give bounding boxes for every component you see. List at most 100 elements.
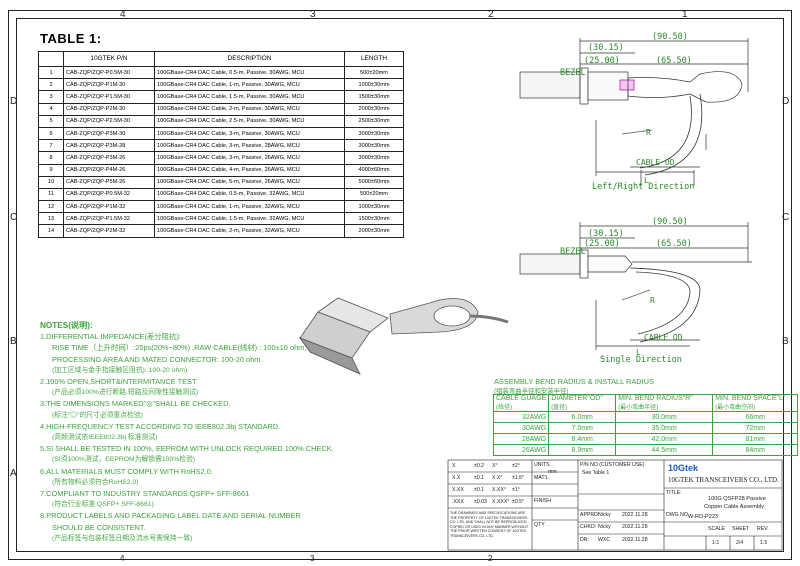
qty-label: QTY [534,522,545,528]
bend-cell: 26AWG [492,444,550,456]
dwg-no-value: W-RD-P223 [688,514,719,520]
table1-header: DESCRIPTION [154,51,345,67]
note-line: 4.HIGH-FREQUENCY TEST ACCORDING TO IEEE8… [40,421,281,431]
table1-cell: 3 [38,90,64,104]
bend-cell: 28AWG [492,433,550,445]
tolerance-cell: X° [492,463,498,469]
drawing-inner-border [16,18,784,552]
table1-cell: 11 [38,187,64,202]
bend-radius-title-zh: (组装弯曲半径和安装半径) [494,388,569,395]
bend-cell: 72mm [712,422,799,434]
table1-cell: CAB-ZQP/ZQP-P1M-32 [63,200,155,214]
bend-header: MIN. BEND RADIUS"R"(最小弯曲半径) [615,394,714,412]
tolerance-cell: ±0.1 [474,475,485,481]
tolerance-cell: X.X [452,475,461,481]
bend-cell: 35.0mm [615,422,714,434]
note-line: RISE TIME（上升时间）:25ps(20%~80%) ,RAW CABLE… [52,343,307,353]
apprd-label: APPRD: [580,512,600,518]
rev-label: REV. [757,526,769,532]
note-line: NOTES(说明): [40,321,93,330]
part-no-value: See Table 1 [582,470,610,476]
table1-cell: 10 [38,175,64,189]
note-line: 5.SI SHALL BE TESTED IN 100%, EEPROM WIT… [40,444,334,454]
table1-cell: 500±20mm [344,65,404,80]
zone-row-b-right: B [782,336,789,347]
dr-name: WXC [598,537,611,543]
table1-header: 10GTEK P/N [63,51,155,67]
r-label-top: R [646,128,651,137]
bend-cell: 42.0mm [615,433,714,445]
note-line: 8.PRODUCT LABELS AND PACKAGING LABEL DAT… [40,511,301,521]
bend-radius-title: ASSEMBLY BEND RADIUS & INSTALL RADIUS(组装… [494,377,654,395]
dim-90-50-top: (90.50) [652,32,688,42]
table1-cell: 100GBase-CR4 DAC Cable, 0.5-m, Passive, … [154,65,345,80]
table1-cell: 13 [38,212,64,226]
table1-cell: CAB-ZQP/ZQP-P1.5M-32 [63,212,155,226]
tolerance-cell: ±0.2 [474,463,485,469]
matl-label: MAT'L [534,475,549,481]
bend-cell: 32AWG [492,411,550,423]
zone-col-4-bottom: 4 [120,554,125,563]
table1-header: LENGTH [344,51,404,67]
table1-cell: 2000±30mm [344,224,404,238]
dr-label: DR: [580,537,589,543]
chkd-date: 2022.11.28 [622,524,648,530]
table1-cell: 100GBase-CR4 DAC Cable, 5-m, Passive, 26… [154,175,345,189]
table1-cell: 100GBase-CR4 DAC Cable, 2-m, Passive, 30… [154,102,345,116]
zone-row-d: D [10,96,18,107]
bend-header-en: MIN. BEND SPACE"L" [715,395,786,402]
apprd-name: Nicky [598,512,611,518]
tolerance-cell: X.XX [452,487,464,493]
r-label-bottom: R [650,296,655,305]
tolerance-cell: ±0.1 [474,487,485,493]
table1-cell: 100GBase-CR4 DAC Cable, 3-m, Passive, 28… [154,139,345,153]
tolerance-cell: X.XX° [492,487,506,493]
dim-25-00-top: (25.00) [584,56,620,66]
tolerance-cell: X [452,463,456,469]
bend-cell: 81mm [712,433,799,445]
bend-cell: 66mm [712,411,799,423]
note-line: 3.THE DIMENSIONS MARKED"◎"SHALL BE CHECK… [40,399,231,409]
scale-value: 1:1 [712,540,720,546]
table1-cell: 100GBase-CR4 DAC Cable, 1.5-m, Passive, … [154,212,345,226]
units-value: mm [548,469,557,475]
table1-cell: CAB-ZQP/ZQP-P3M-26 [63,151,155,165]
dim-25-00-bottom: (25.00) [584,239,620,249]
zone-col-3-bottom: 3 [310,554,315,563]
table1-cell: 8 [38,151,64,165]
note-line: 7.COMPLIANT TO INDUSTRY STANDARDS:QSFP+ … [40,489,250,499]
note-line: 2.100% OPEN,SHORT&INTERMITANCE TEST [40,377,197,387]
table1-cell: 6 [38,126,64,141]
bend-cell: 7.0mm [548,422,617,434]
table1-cell: 2 [38,78,64,92]
l-label-bottom: L [636,348,641,357]
bend-header: CABLE GUAGE(线径) [492,394,550,412]
table1-cell: 100GBase-CR4 DAC Cable, 3-m, Passive, 30… [154,126,345,141]
table1-cell: 100GBase-CR4 DAC Cable, 4-m, Passive, 26… [154,163,345,177]
company-name: 10GTEK TRANSCEIVERS CO., LTD. [668,476,779,484]
bend-header-zh: (直径) [551,405,568,411]
rev-value: 1.5 [760,540,768,546]
zone-row-a: A [10,468,17,479]
note-line: PROCESSING AREA AND MATED CONNECTOR: 100… [52,354,263,364]
table1-header [38,51,64,67]
table1-cell: 1 [38,65,64,80]
note-line: (产品标签与包装标签日期及流水号需保持一致) [52,534,193,542]
table1-cell: CAB-ZQP/ZQP-P1M-30 [63,78,155,92]
dr-date: 2022.11.28 [622,537,648,543]
table1-cell: 1500±30mm [344,90,404,104]
table1-cell: 100GBase-CR4 DAC Cable, 0.5-m, Passive, … [154,187,345,202]
table1-cell: 14 [38,224,64,238]
bend-cell: 8.4mm [548,433,617,445]
table1-cell: CAB-ZQP/ZQP-P3M-30 [63,126,155,141]
chkd-label: CHKD: [580,524,597,530]
l-label-top: L [644,176,649,185]
tolerance-cell: ±2° [512,463,520,469]
